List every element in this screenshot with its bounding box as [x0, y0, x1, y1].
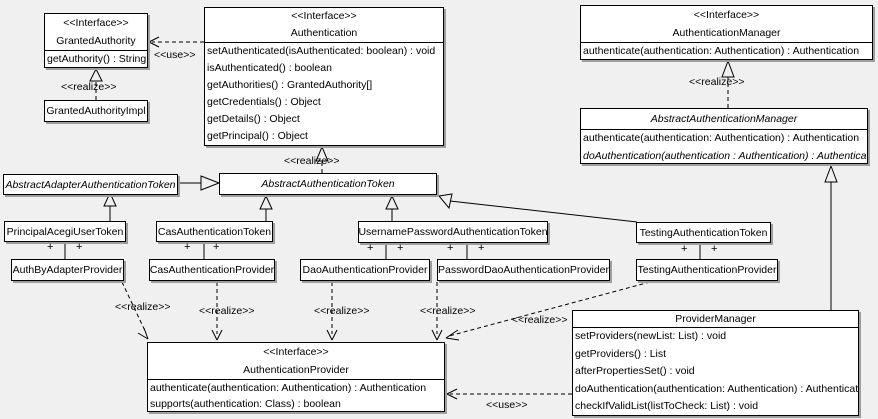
- edge-label-realize: <<realize>>: [420, 305, 476, 317]
- class-name: TestingAuthenticationToken: [639, 226, 768, 239]
- edge-realize-testingprovider-authenticationprovider: [445, 281, 651, 341]
- class-name: AbstractAdapterAuthenticationToken: [5, 178, 176, 191]
- method: afterPropertiesSet() : void: [575, 365, 695, 378]
- assoc-plus: +: [76, 241, 83, 253]
- method: setAuthenticated(isAuthenticated: boolea…: [207, 45, 436, 57]
- edge-label-realize: <<realize>>: [512, 314, 568, 326]
- class-name: GrantedAuthority: [56, 35, 136, 47]
- assoc-plus: +: [711, 243, 718, 255]
- class-name: PrincipalAcegiUserToken: [6, 225, 124, 238]
- edge-gen-providermanager-abstractauthenticationmanager: [824, 164, 838, 310]
- stereotype: <<Interface>>: [291, 10, 357, 22]
- edge-assoc-token-provider: [64, 242, 701, 259]
- class-name: ProviderManager: [573, 311, 858, 328]
- class-username-password-authentication-token: UsernamePasswordAuthenticationToken: [358, 221, 548, 243]
- class-name: AbstractAuthenticationManager: [581, 109, 867, 130]
- stereotype: <<Interface>>: [263, 346, 329, 358]
- edge-realize-passworddaoprovider-authenticationprovider: [431, 282, 443, 341]
- edge-gen-abstractadapter-abstracttoken: [178, 175, 221, 191]
- assoc-plus: +: [367, 242, 374, 254]
- class-principal-acegi-user-token: PrincipalAcegiUserToken: [4, 221, 126, 242]
- edge-label-realize: <<realize>>: [199, 305, 255, 317]
- assoc-plus: +: [478, 242, 485, 254]
- class-granted-authority-impl: GrantedAuthorityImpl: [44, 100, 148, 122]
- edge-gen-castoken-abstracttoken: [259, 194, 273, 221]
- edge-label-realize: <<realize>>: [284, 155, 340, 167]
- edge-label-use: <<use>>: [154, 49, 196, 61]
- method: checkIfValidList(listToCheck: List) : vo…: [575, 400, 759, 413]
- edge-realize-authbyadapter-authenticationprovider: [121, 281, 149, 340]
- method: authenticate(authentication: Authenticat…: [583, 45, 860, 57]
- edge-gen-principal-abstractadapter: [103, 191, 117, 221]
- class-password-dao-authentication-provider: PasswordDaoAuthenticationProvider: [437, 259, 610, 281]
- edge-label-use: <<use>>: [486, 399, 528, 411]
- class-name: AuthenticationProvider: [243, 364, 349, 376]
- class-authentication: <<Interface>> Authentication setAuthenti…: [204, 7, 444, 146]
- assoc-plus: +: [681, 243, 688, 255]
- class-name: DaoAuthenticationProvider: [302, 264, 428, 276]
- edge-realize-daoprovider-authenticationprovider: [326, 282, 338, 341]
- class-name: CasAuthenticationToken: [157, 225, 272, 238]
- class-name: AuthByAdapterProvider: [12, 264, 123, 276]
- class-authentication-provider: <<Interface>> AuthenticationProvider aut…: [147, 342, 445, 412]
- class-name: AbstractAuthenticationToken: [261, 178, 395, 190]
- assoc-plus: +: [213, 241, 220, 253]
- class-name: TestingAuthenticationProvider: [637, 264, 777, 276]
- assoc-plus: +: [447, 242, 454, 254]
- class-abstract-authentication-manager: AbstractAuthenticationManager authentica…: [580, 108, 868, 164]
- method: isAuthenticated() : boolean: [207, 62, 332, 74]
- class-name: UsernamePasswordAuthenticationToken: [359, 226, 547, 238]
- class-provider-manager: ProviderManager setProviders(newList: Li…: [572, 310, 859, 416]
- edge-realize-casprovider-authenticationprovider: [211, 282, 223, 341]
- method: setProviders(newList: List) : void: [575, 330, 727, 342]
- method: doAuthentication(authentication : Authen…: [583, 149, 867, 162]
- assoc-plus: +: [397, 242, 404, 254]
- class-name: PasswordDaoAuthenticationProvider: [438, 264, 609, 276]
- method: getDetails() : Object: [207, 113, 300, 125]
- assoc-plus: +: [184, 241, 191, 253]
- edge-realize-abstractauthenticationtoken-authentication: [315, 145, 329, 173]
- class-name: GrantedAuthorityImpl: [46, 105, 146, 117]
- class-abstract-adapter-authentication-token: AbstractAdapterAuthenticationToken: [3, 174, 178, 195]
- edge-gen-usernamepasswordtoken-abstracttoken: [385, 194, 399, 221]
- stereotype: <<Interface>>: [63, 17, 129, 29]
- class-authentication-manager: <<Interface>> AuthenticationManager auth…: [580, 5, 873, 60]
- method: getProviders() : List: [575, 347, 667, 360]
- class-cas-authentication-token: CasAuthenticationToken: [156, 221, 273, 242]
- method: getAuthorities() : GrantedAuthority[]: [207, 79, 373, 91]
- method: supports(authentication: Class) : boolea…: [150, 398, 341, 410]
- class-dao-authentication-provider: DaoAuthenticationProvider: [300, 259, 430, 281]
- class-name: AuthenticationManager: [672, 27, 781, 39]
- method: authenticate(authentication: Authenticat…: [150, 382, 427, 394]
- class-cas-authentication-provider: CasAuthenticationProvider: [149, 259, 275, 281]
- method: getAuthority() : String: [47, 53, 147, 65]
- class-name: Authentication: [290, 27, 358, 39]
- class-granted-authority: <<Interface>> GrantedAuthority getAuthor…: [44, 13, 148, 68]
- class-name: CasAuthenticationProvider: [150, 264, 274, 276]
- edge-label-realize: <<realize>>: [61, 81, 117, 93]
- edge-label-realize: <<realize>>: [689, 76, 745, 88]
- class-testing-authentication-provider: TestingAuthenticationProvider: [636, 259, 778, 281]
- class-auth-by-adapter-provider: AuthByAdapterProvider: [11, 259, 124, 281]
- assoc-plus: +: [47, 241, 54, 253]
- edge-label-realize: <<realize>>: [314, 305, 370, 317]
- edge-use-providermanager-authenticationprovider: [446, 388, 572, 400]
- method: doAuthentication(authentication: Authent…: [575, 382, 858, 395]
- edge-realize-grantedauthorityimpl-grantedauthority: [89, 67, 103, 100]
- edge-use-authentication-grantedauthority: [148, 36, 204, 48]
- edge-gen-testingtoken-abstracttoken: [438, 193, 638, 223]
- method: authenticate(authentication: Authenticat…: [583, 132, 860, 144]
- method: getPrincipal() : Object: [207, 130, 308, 142]
- edge-label-realize: <<realize>>: [115, 301, 171, 313]
- edge-realize-abstractauthenticationmanager-authenticationmanager: [721, 59, 735, 108]
- stereotype: <<Interface>>: [693, 9, 760, 21]
- class-testing-authentication-token: TestingAuthenticationToken: [636, 222, 771, 243]
- method: getCredentials() : Object: [207, 96, 321, 108]
- class-abstract-authentication-token: AbstractAuthenticationToken: [219, 173, 437, 195]
